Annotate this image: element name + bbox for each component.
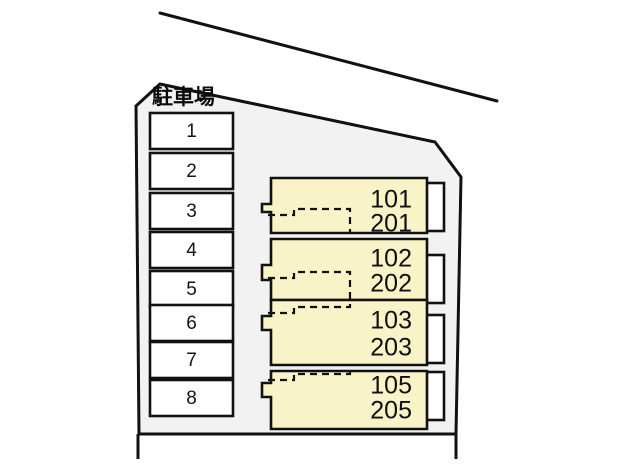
parking-area-label-text: 駐車場 <box>152 85 215 109</box>
unit-label-201: 201 <box>370 210 412 238</box>
corridor-line-103-203 <box>268 300 352 315</box>
parking-stall-3-label: 3 <box>186 201 197 222</box>
parking-stall-1[interactable]: 1 <box>148 111 235 151</box>
footprint-103-203 <box>260 298 429 367</box>
unit-label-103: 103 <box>370 307 412 335</box>
unit-label-205: 205 <box>370 397 412 425</box>
parking-stall-4[interactable]: 4 <box>148 230 235 270</box>
footprint-102-202 <box>260 237 429 302</box>
parking-area-label: 駐車場 <box>152 85 215 109</box>
parking-stall-8-label: 8 <box>186 388 197 409</box>
unit-label-203: 203 <box>370 334 412 362</box>
parking-stall-6-label: 6 <box>186 313 197 334</box>
building-block-101-201[interactable]: 101 201 <box>260 176 446 238</box>
unit-label-105: 105 <box>370 372 412 400</box>
parking-stall-6[interactable]: 6 <box>148 303 235 343</box>
parking-stall-8[interactable]: 8 <box>148 378 235 418</box>
unit-label-101: 101 <box>370 186 412 214</box>
parking-stall-5-label: 5 <box>186 279 197 300</box>
building-block-102-202[interactable]: 102 202 <box>260 237 446 305</box>
parking-stall-5[interactable]: 5 <box>148 269 235 309</box>
parking-stall-grid: 1 2 3 4 5 6 <box>148 111 235 418</box>
footprint-105-205 <box>260 369 429 431</box>
unit-label-202: 202 <box>370 270 412 298</box>
parking-stall-7[interactable]: 7 <box>148 340 235 380</box>
parking-stall-1-label: 1 <box>186 121 197 142</box>
corridor-line-101-201 <box>268 207 352 233</box>
road-boundary-line <box>158 11 499 103</box>
building-block-105-205[interactable]: 105 205 <box>260 369 446 431</box>
parking-stall-2-label: 2 <box>186 161 197 182</box>
unit-label-102: 102 <box>370 245 412 273</box>
corridor-line-105-205 <box>268 371 352 382</box>
parking-stall-2[interactable]: 2 <box>148 151 235 191</box>
parking-stall-7-label: 7 <box>186 350 197 371</box>
footprint-101-201 <box>260 176 429 235</box>
corridor-line-102-202 <box>268 270 352 300</box>
building-block-103-203[interactable]: 103 203 <box>260 298 446 367</box>
parking-stall-3[interactable]: 3 <box>148 191 235 231</box>
parking-stall-4-label: 4 <box>186 240 197 261</box>
boundary-corner-ticks <box>136 434 458 459</box>
